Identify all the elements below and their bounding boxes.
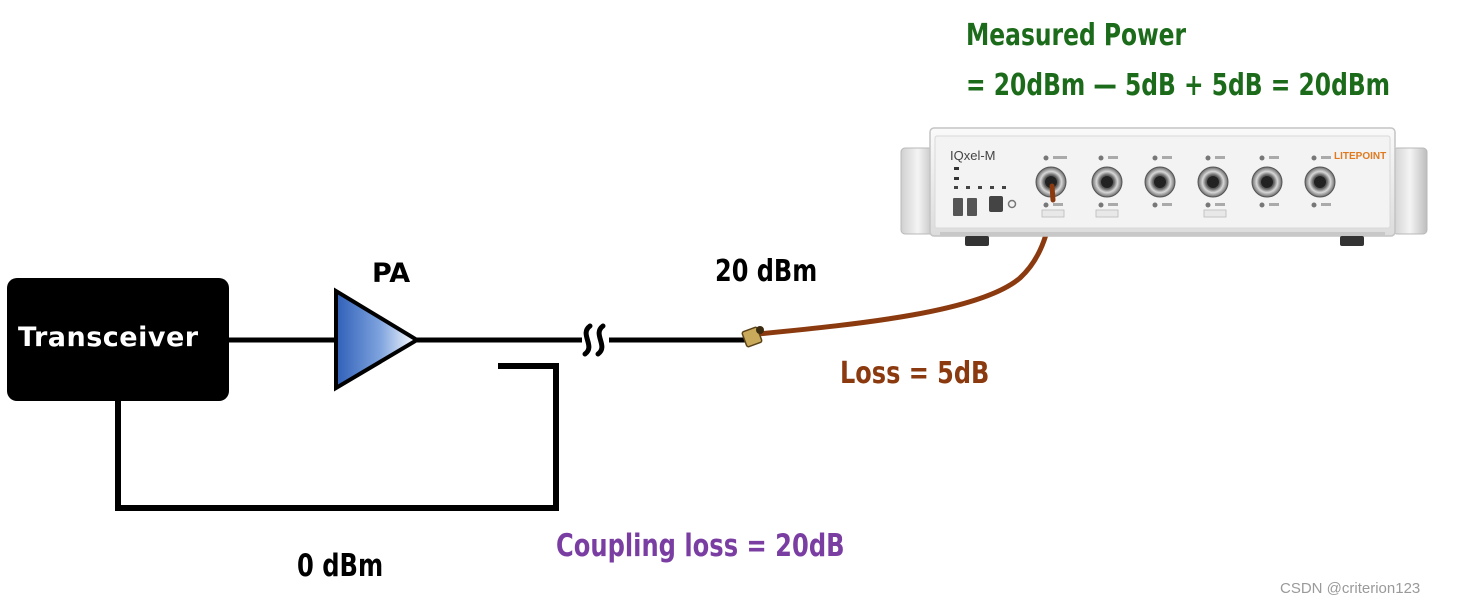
output-power-label: 20 dBm [715,254,818,289]
cable-connector [741,326,764,348]
pa-label: PA [372,258,411,289]
measured-power-formula: = 20dBm — 5dB + 5dB = 20dBm [966,68,1391,103]
line-break-symbol [582,323,606,357]
watermark: CSDN @criterion123 [1280,580,1421,597]
feedback-loop [115,363,559,511]
coupling-loss-label: Coupling loss = 20dB [556,528,845,564]
pa-amplifier [334,287,421,392]
transceiver-block [7,278,229,401]
iqxel-instrument: IQxel-M LITEPOINT [900,127,1428,246]
rf-port-connectors [1035,166,1336,198]
measured-power-title: Measured Power [966,18,1187,53]
transceiver-label: Transceiver [18,322,199,353]
cable-loss-label: Loss = 5dB [840,356,990,391]
rf-cable-port-end [1049,183,1056,203]
instrument-brand-logo: LITEPOINT [1334,151,1386,162]
feedback-power-label: 0 dBm [297,548,384,584]
instrument-model-label: IQxel-M [950,148,996,163]
